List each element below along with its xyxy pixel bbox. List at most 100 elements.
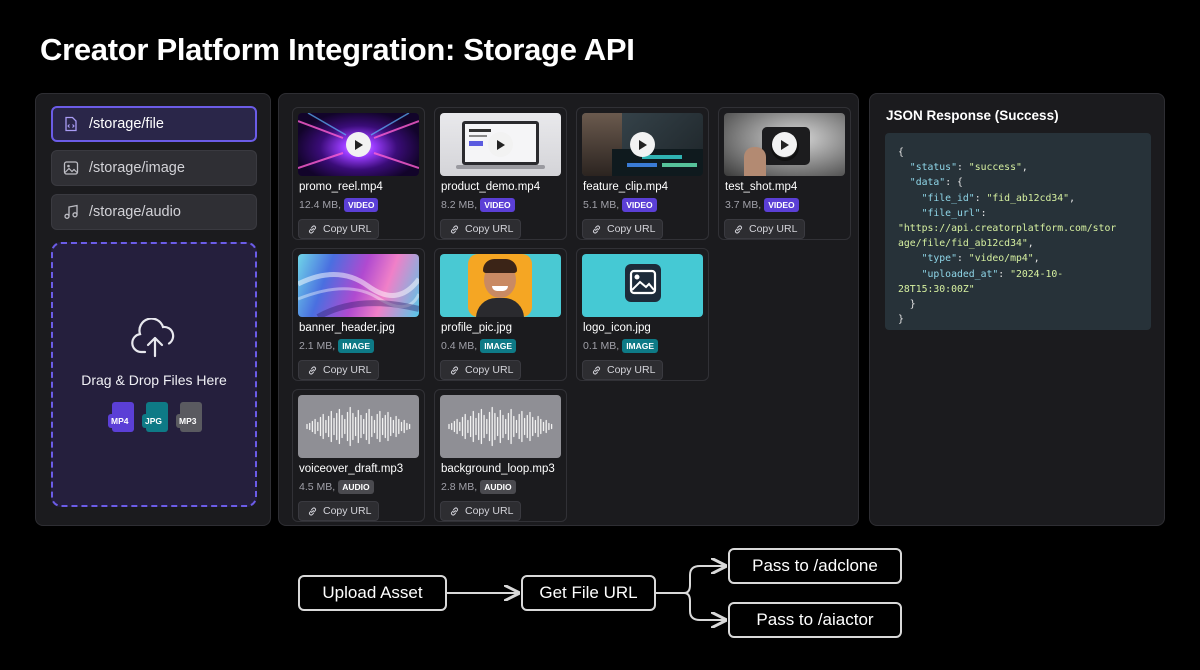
drop-zone-text: Drag & Drop Files Here	[81, 372, 227, 388]
cloud-upload-icon	[130, 317, 180, 363]
file-type-badge: AUDIO	[338, 480, 374, 494]
copy-url-button[interactable]: Copy URL	[724, 219, 805, 239]
file-type-badge: AUDIO	[480, 480, 516, 494]
route-storage-audio[interactable]: /storage/audio	[51, 194, 257, 230]
play-icon[interactable]	[488, 132, 513, 157]
file-card[interactable]: banner_header.jpg 2.1 MB,IMAGE Copy URL	[292, 248, 425, 381]
copy-url-button[interactable]: Copy URL	[298, 501, 379, 521]
copy-url-button[interactable]: Copy URL	[582, 360, 663, 380]
link-icon	[592, 366, 601, 374]
file-type-badge: VIDEO	[764, 198, 799, 212]
link-icon	[450, 366, 459, 374]
file-name: product_demo.mp4	[441, 181, 541, 193]
page-title: Creator Platform Integration: Storage AP…	[40, 32, 635, 67]
file-thumbnail[interactable]	[724, 113, 845, 176]
file-type-badge: VIDEO	[480, 198, 515, 212]
file-card[interactable]: voiceover_draft.mp3 4.5 MB,AUDIO Copy URL	[292, 389, 425, 522]
file-name: promo_reel.mp4	[299, 181, 383, 193]
play-icon[interactable]	[772, 132, 797, 157]
file-thumbnail[interactable]	[582, 113, 703, 176]
response-title: JSON Response (Success)	[886, 108, 1059, 123]
copy-url-button[interactable]: Copy URL	[582, 219, 663, 239]
link-icon	[308, 366, 317, 374]
file-name: logo_icon.jpg	[583, 322, 651, 334]
file-meta: 0.4 MB,IMAGE	[441, 339, 517, 353]
music-note-icon	[63, 204, 79, 220]
file-card[interactable]: logo_icon.jpg 0.1 MB,IMAGE Copy URL	[576, 248, 709, 381]
file-thumbnail[interactable]	[298, 113, 419, 176]
file-meta: 4.5 MB,AUDIO	[299, 480, 374, 494]
file-meta: 5.1 MB,VIDEO	[583, 198, 657, 212]
file-name: feature_clip.mp4	[583, 181, 669, 193]
file-type-badge: VIDEO	[344, 198, 379, 212]
copy-url-label: Copy URL	[465, 364, 514, 376]
copy-url-label: Copy URL	[323, 505, 372, 517]
file-thumbnail[interactable]	[440, 113, 561, 176]
copy-url-label: Copy URL	[323, 364, 372, 376]
file-thumbnail[interactable]	[440, 254, 561, 317]
file-meta: 12.4 MB,VIDEO	[299, 198, 379, 212]
copy-url-button[interactable]: Copy URL	[298, 360, 379, 380]
link-icon	[592, 225, 601, 233]
mp4-file-icon: MP4	[108, 402, 134, 434]
route-storage-image[interactable]: /storage/image	[51, 150, 257, 186]
file-name: voiceover_draft.mp3	[299, 463, 404, 475]
copy-url-label: Copy URL	[749, 223, 798, 235]
file-thumbnail[interactable]	[582, 254, 703, 317]
file-size: 5.1 MB,	[583, 199, 620, 211]
link-icon	[450, 225, 459, 233]
copy-url-button[interactable]: Copy URL	[440, 501, 521, 521]
file-size: 8.2 MB,	[441, 199, 478, 211]
link-icon	[308, 507, 317, 515]
file-meta: 3.7 MB,VIDEO	[725, 198, 799, 212]
link-icon	[450, 507, 459, 515]
endpoint-panel: /storage/file /storage/image /storage/au…	[35, 93, 271, 526]
route-label: /storage/audio	[89, 204, 181, 220]
copy-url-label: Copy URL	[607, 223, 656, 235]
file-name: background_loop.mp3	[441, 463, 555, 475]
json-code-block: { "status": "success", "data": { "file_i…	[885, 133, 1151, 330]
file-code-icon	[63, 116, 79, 132]
copy-url-label: Copy URL	[465, 223, 514, 235]
file-type-badge: IMAGE	[338, 339, 375, 353]
file-card[interactable]: feature_clip.mp4 5.1 MB,VIDEO Copy URL	[576, 107, 709, 240]
play-icon[interactable]	[630, 132, 655, 157]
audio-waveform-thumbnail[interactable]	[298, 395, 419, 458]
copy-url-label: Copy URL	[607, 364, 656, 376]
drop-zone[interactable]: Drag & Drop Files Here MP4 JPG MP3	[51, 242, 257, 507]
copy-url-button[interactable]: Copy URL	[298, 219, 379, 239]
file-meta: 2.1 MB,IMAGE	[299, 339, 375, 353]
file-meta: 8.2 MB,VIDEO	[441, 198, 515, 212]
file-size: 3.7 MB,	[725, 199, 762, 211]
file-meta: 2.8 MB,AUDIO	[441, 480, 516, 494]
route-label: /storage/file	[89, 116, 164, 132]
route-storage-file[interactable]: /storage/file	[51, 106, 257, 142]
file-meta: 0.1 MB,IMAGE	[583, 339, 659, 353]
file-name: profile_pic.jpg	[441, 322, 512, 334]
file-card[interactable]: profile_pic.jpg 0.4 MB,IMAGE Copy URL	[434, 248, 567, 381]
file-thumbnail[interactable]	[298, 254, 419, 317]
file-card[interactable]: promo_reel.mp4 12.4 MB,VIDEO Copy URL	[292, 107, 425, 240]
file-type-badge: IMAGE	[480, 339, 517, 353]
file-card[interactable]: background_loop.mp3 2.8 MB,AUDIO Copy URL	[434, 389, 567, 522]
route-label: /storage/image	[89, 160, 185, 176]
file-card[interactable]: product_demo.mp4 8.2 MB,VIDEO Copy URL	[434, 107, 567, 240]
pass-to-aiactor-step: Pass to /aiactor	[728, 602, 902, 638]
copy-url-label: Copy URL	[465, 505, 514, 517]
file-size: 2.8 MB,	[441, 481, 478, 493]
link-icon	[308, 225, 317, 233]
audio-waveform-thumbnail[interactable]	[440, 395, 561, 458]
copy-url-button[interactable]: Copy URL	[440, 360, 521, 380]
file-size: 2.1 MB,	[299, 340, 336, 352]
play-icon[interactable]	[346, 132, 371, 157]
jpg-file-icon: JPG	[142, 402, 168, 434]
file-name: banner_header.jpg	[299, 322, 395, 334]
pass-to-adclone-step: Pass to /adclone	[728, 548, 902, 584]
copy-url-button[interactable]: Copy URL	[440, 219, 521, 239]
file-size: 12.4 MB,	[299, 199, 342, 211]
copy-url-label: Copy URL	[323, 223, 372, 235]
file-type-badge: IMAGE	[622, 339, 659, 353]
